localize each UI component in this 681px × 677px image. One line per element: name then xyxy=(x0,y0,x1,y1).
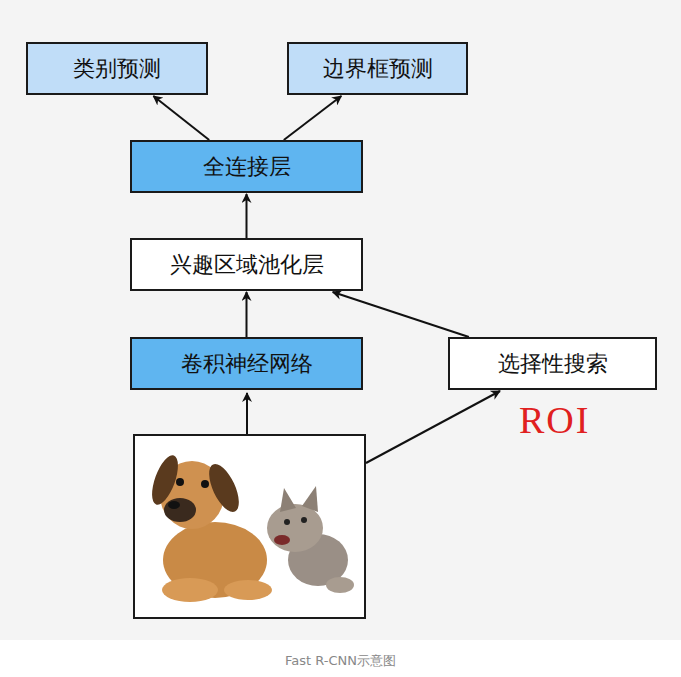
layer-box: 卷积神经网络 xyxy=(130,337,363,390)
box-label: 类别预测 xyxy=(63,54,171,84)
layer-box: 全连接层 xyxy=(130,140,363,193)
box-label: 选择性搜索 xyxy=(488,349,618,379)
arrow-connector xyxy=(246,194,248,238)
roi-note: ROI xyxy=(519,398,590,442)
arrow-connector xyxy=(246,292,248,337)
output-box: 边界框预测 xyxy=(287,42,468,95)
box-label: 卷积神经网络 xyxy=(171,349,323,379)
dog-picture xyxy=(147,452,272,602)
image-arrow xyxy=(366,391,500,463)
box-label: 兴趣区域池化层 xyxy=(160,250,334,280)
image-frame xyxy=(134,435,365,618)
arrow-connector xyxy=(284,96,342,140)
image-arrow xyxy=(246,393,248,434)
layer-box: 兴趣区域池化层 xyxy=(130,238,363,291)
cat-picture xyxy=(267,486,354,593)
figure-caption: Fast R-CNN示意图 xyxy=(0,652,681,670)
arrow-connector xyxy=(153,96,209,140)
process-box: 选择性搜索 xyxy=(448,337,657,390)
output-box: 类别预测 xyxy=(26,42,208,95)
box-label: 边界框预测 xyxy=(313,54,443,84)
arrow-connector xyxy=(333,292,469,337)
box-label: 全连接层 xyxy=(193,152,301,182)
